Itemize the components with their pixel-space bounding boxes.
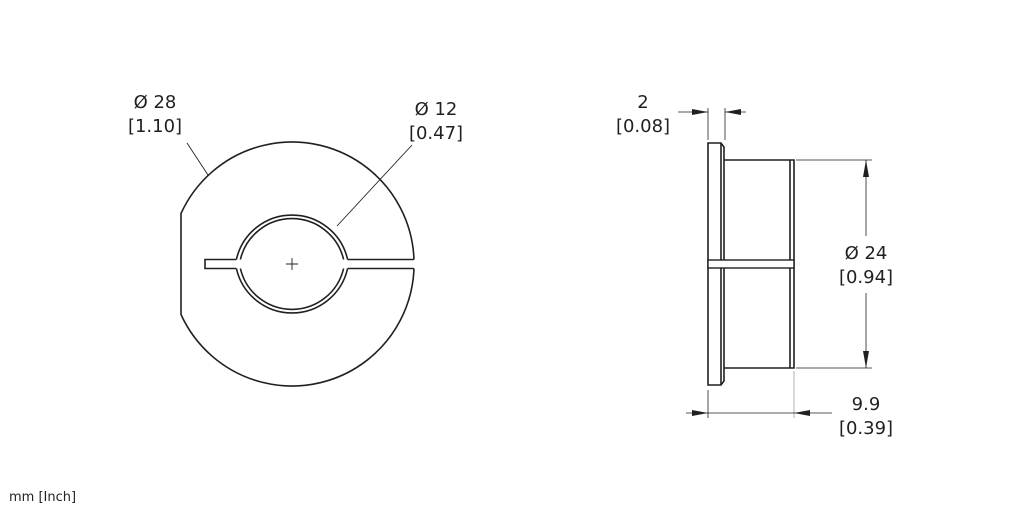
flange-thickness-mm: 2 [637, 92, 648, 113]
overall-length-inch: [0.39] [839, 418, 893, 439]
arrow-right-icon [692, 109, 708, 115]
outer-diameter-inch: [1.10] [128, 116, 182, 137]
side-view: 2 [0.08] Ø 24 [0.94] 9.9 [0.39] [616, 92, 893, 439]
slot-left [204, 258, 237, 270]
body-diameter-inch: [0.94] [839, 267, 893, 288]
center-mark [286, 258, 298, 270]
arrow-left-icon [794, 410, 810, 416]
inner-diameter-mm: Ø 12 [415, 99, 458, 120]
overall-length-mm: 9.9 [852, 394, 881, 415]
arrow-down-icon [863, 351, 869, 368]
arrow-right-icon [692, 410, 708, 416]
body-diameter-mm: Ø 24 [845, 243, 888, 264]
outer-diameter-mm: Ø 28 [134, 92, 177, 113]
inner-ring-inner [239, 217, 345, 311]
units-note: mm [Inch] [9, 490, 76, 505]
leader-outer-diameter [186, 142, 209, 176]
arrow-up-icon [863, 160, 869, 177]
flange-thickness-inch: [0.08] [616, 116, 670, 137]
inner-diameter-inch: [0.47] [409, 123, 463, 144]
side-slot [707, 259, 795, 269]
arrow-left-icon [725, 109, 741, 115]
slot-right [347, 258, 414, 270]
inner-ring-outer [235, 214, 349, 314]
leader-inner-diameter [336, 144, 413, 227]
front-view: Ø 28 [1.10] Ø 12 [0.47] [128, 92, 463, 387]
